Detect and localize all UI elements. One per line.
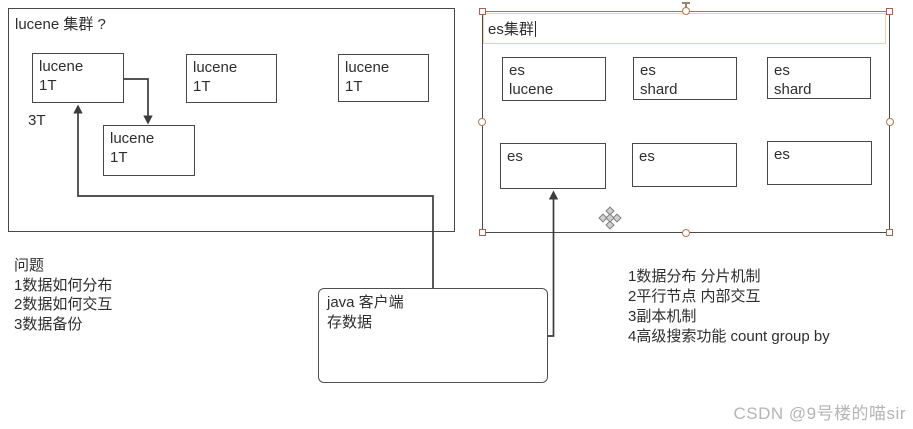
handle-bottom-left[interactable]: [479, 229, 486, 236]
handle-middle-left[interactable]: [478, 118, 486, 126]
lucene-node-4[interactable]: lucene 1T: [103, 125, 195, 176]
handle-bottom-middle[interactable]: [682, 229, 690, 237]
es-node-3-label: es: [774, 62, 790, 79]
es-cluster-container[interactable]: [482, 11, 890, 233]
handle-top-left[interactable]: [479, 8, 486, 15]
lucene-node-4-label: lucene: [110, 130, 155, 147]
handle-top-middle[interactable]: [682, 7, 690, 15]
lucene-cluster-title: lucene 集群 ?: [15, 16, 106, 33]
lucene-node-3-label: lucene: [345, 59, 390, 76]
lucene-node-3[interactable]: lucene 1T: [338, 54, 429, 102]
notes-right-line-4: 4高级搜索功能 count group by: [628, 328, 830, 345]
notes-right[interactable]: 1数据分布 分片机制 2平行节点 内部交互 3副本机制 4高级搜索功能 coun…: [628, 267, 830, 347]
es-node-6[interactable]: es: [767, 141, 872, 185]
java-client-sublabel: 存数据: [327, 314, 373, 331]
lucene-node-2[interactable]: lucene 1T: [186, 54, 277, 103]
lucene-node-1-capacity: 1T: [39, 77, 57, 94]
handle-bottom-right[interactable]: [886, 229, 893, 236]
es-node-5-label: es: [639, 148, 655, 165]
notes-left-line-3: 2数据如何交互: [14, 296, 113, 314]
es-node-1-label: es: [509, 62, 525, 79]
es-node-6-label: es: [774, 146, 790, 163]
rotation-handle-stem: [685, 3, 687, 9]
total-capacity-label: 3T: [28, 112, 46, 129]
handle-middle-right[interactable]: [886, 118, 894, 126]
lucene-node-4-capacity: 1T: [110, 149, 128, 166]
notes-left[interactable]: 问题 1数据如何分布 2数据如何交互 3数据备份: [14, 256, 112, 334]
es-node-2[interactable]: es shard: [633, 57, 737, 100]
notes-left-line-4: 3数据备份: [14, 315, 83, 333]
lucene-node-2-label: lucene: [193, 59, 238, 76]
handle-top-right[interactable]: [886, 8, 893, 15]
notes-right-line-1: 1数据分布 分片机制: [628, 268, 761, 285]
watermark: CSDN @9号楼的喵sir: [733, 404, 906, 423]
notes-left-line-2: 1数据如何分布: [14, 276, 113, 294]
es-node-4-label: es: [507, 148, 523, 165]
lucene-node-3-capacity: 1T: [345, 78, 363, 95]
notes-right-line-2: 2平行节点 内部交互: [628, 288, 761, 305]
es-node-3[interactable]: es shard: [767, 57, 871, 99]
es-node-1-sublabel: lucene: [509, 81, 554, 98]
es-cluster-title-input[interactable]: es集群: [483, 13, 886, 44]
lucene-cluster-container[interactable]: lucene 集群 ?: [8, 8, 455, 232]
notes-left-line-1: 问题: [14, 257, 45, 274]
es-node-5[interactable]: es: [632, 143, 737, 187]
lucene-node-1-label: lucene: [39, 58, 84, 75]
java-client-label: java 客户端: [327, 294, 404, 311]
es-cluster-title-text: es集群: [488, 21, 534, 38]
lucene-node-1[interactable]: lucene 1T: [32, 53, 124, 103]
es-node-1[interactable]: es lucene: [502, 57, 606, 101]
es-node-2-label: es: [640, 62, 656, 79]
notes-right-line-3: 3副本机制: [628, 308, 697, 325]
es-node-2-sublabel: shard: [640, 81, 678, 98]
java-client-box[interactable]: java 客户端 存数据: [318, 288, 548, 383]
text-caret: [534, 21, 536, 37]
lucene-node-2-capacity: 1T: [193, 78, 211, 95]
es-node-3-sublabel: shard: [774, 81, 812, 98]
rotation-handle-bar[interactable]: [682, 2, 690, 4]
es-node-4[interactable]: es: [500, 143, 606, 189]
